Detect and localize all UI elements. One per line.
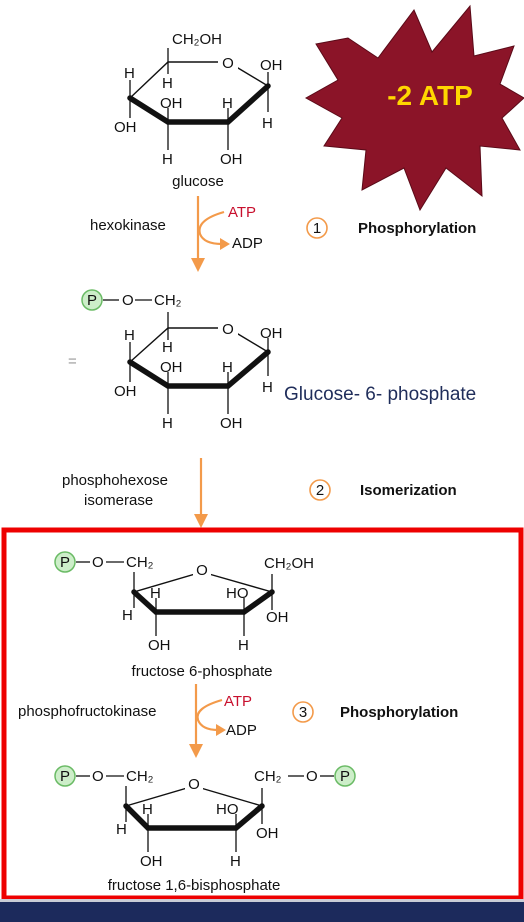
step3-label: Phosphorylation (340, 704, 458, 721)
g6p-h-right: H (262, 379, 273, 396)
glucose-name: glucose (172, 173, 224, 190)
f16bp-o-right: O (306, 768, 318, 785)
f16bp-ring-o: O (188, 776, 200, 793)
highlight-box (1, 527, 524, 901)
g6p-o-link: O (122, 292, 134, 309)
f6p-h-left: H (122, 607, 133, 624)
f16bp-oh-right: OH (256, 825, 279, 842)
glucose-structure: CH₂OH O H H OH OH OH H H H OH glucose (114, 31, 283, 190)
f6p-o-link: O (92, 554, 104, 571)
g6p-name: Glucose- 6- phosphate (284, 384, 476, 405)
f6p-ring-o: O (196, 562, 208, 579)
glucose-oh-bottom: OH (220, 151, 243, 168)
f16bp-p-left: P (60, 768, 70, 785)
g6p-oh-bottom: OH (220, 415, 243, 432)
step1-adp: ADP (232, 235, 263, 252)
f16bp-ch2-left: CH₂ (126, 768, 154, 785)
g6p-equals: = (68, 353, 77, 370)
f6p-ho-upper: HO (226, 585, 249, 602)
f6p-h-upper: H (150, 585, 161, 602)
f16bp-o-left: O (92, 768, 104, 785)
f16bp-ho-upper: HO (216, 801, 239, 818)
f6p-p: P (60, 554, 70, 571)
f16bp-h-left: H (116, 821, 127, 838)
f6p-oh-bottom: OH (148, 637, 171, 654)
glucose-ch2oh: CH₂OH (172, 31, 222, 48)
glucose-ring-o: O (222, 55, 234, 72)
g6p-ring-o: O (222, 321, 234, 338)
step2: phosphohexose isomerase 2 Isomerization (62, 458, 457, 528)
glucose-h-bottom: H (162, 151, 173, 168)
g6p-h-inner: H (162, 339, 173, 356)
g6p-oh-inner: OH (160, 359, 183, 376)
step1-atp: ATP (228, 204, 256, 221)
f6p-ch2: CH₂ (126, 554, 154, 571)
f16bp-ch2-right: CH₂ (254, 768, 282, 785)
starburst-label: -2 ATP (387, 80, 473, 111)
glucose-h-left: H (124, 65, 135, 82)
step2-enzyme-line1: phosphohexose (62, 472, 168, 489)
step1-enzyme: hexokinase (90, 217, 166, 234)
step1: hexokinase ATP ADP 1 Phosphorylation (90, 196, 476, 272)
f6p-name: fructose 6-phosphate (132, 663, 273, 680)
glucose-h-inner: H (162, 75, 173, 92)
f16bp-h-bottom: H (230, 853, 241, 870)
step3-enzyme: phosphofructokinase (18, 703, 156, 720)
step1-label: Phosphorylation (358, 220, 476, 237)
step3: phosphofructokinase ATP ADP 3 Phosphoryl… (18, 684, 458, 758)
step3-adp: ADP (226, 722, 257, 739)
g6p-structure: P O CH₂ O H H OH OH OH H H H OH = Glucos… (68, 289, 476, 432)
g6p-oh-right: OH (260, 325, 283, 342)
step2-label: Isomerization (360, 482, 457, 499)
f16bp-name: fructose 1,6-bisphosphate (108, 877, 281, 894)
step3-atp: ATP (224, 693, 252, 710)
step1-number: 1 (313, 220, 321, 237)
f6p-ch2oh: CH₂OH (264, 555, 314, 572)
f6p-h-bottom: H (238, 637, 249, 654)
f16bp-oh-bottom: OH (140, 853, 163, 870)
starburst-shape (304, 4, 524, 212)
glucose-h-right: H (262, 115, 273, 132)
f16bp-h-upper: H (142, 801, 153, 818)
g6p-h-inner2: H (222, 359, 233, 376)
step2-number: 2 (316, 482, 324, 499)
glucose-h-inner2: H (222, 95, 233, 112)
g6p-p: P (87, 292, 97, 309)
glucose-oh-left: OH (114, 119, 137, 136)
f16bp-p-right: P (340, 768, 350, 785)
step3-number: 3 (299, 704, 307, 721)
f6p-structure: P O CH₂ O CH₂OH H HO H OH OH H fructose … (54, 551, 314, 680)
step2-enzyme-line2: isomerase (84, 492, 153, 509)
g6p-h-left: H (124, 327, 135, 344)
glucose-oh-right: OH (260, 57, 283, 74)
g6p-ch2: CH₂ (154, 292, 182, 309)
g6p-oh-left: OH (114, 383, 137, 400)
f16bp-structure: P O CH₂ O CH₂ O P H HO H OH OH H fructos… (54, 765, 356, 894)
bottom-bar (0, 902, 524, 922)
glucose-oh-inner: OH (160, 95, 183, 112)
g6p-h-bottom: H (162, 415, 173, 432)
f6p-oh-right: OH (266, 609, 289, 626)
